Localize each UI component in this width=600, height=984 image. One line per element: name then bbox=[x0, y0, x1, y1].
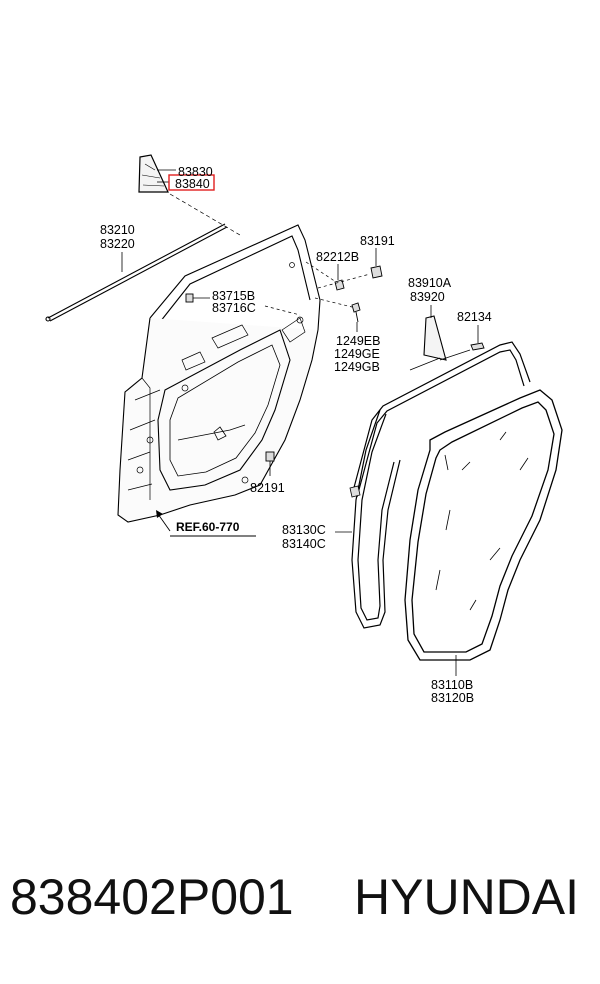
brand-text: HYUNDAI bbox=[354, 869, 580, 925]
leader-dashed-83191 bbox=[317, 273, 371, 289]
label-82134: 82134 bbox=[457, 310, 492, 324]
label-82191: 82191 bbox=[250, 481, 285, 495]
label-83220: 83220 bbox=[100, 237, 135, 251]
label-83715B: 83715B bbox=[212, 289, 255, 303]
label-83910A: 83910A bbox=[408, 276, 452, 290]
ref-label: REF.60-770 bbox=[176, 520, 240, 534]
leader-dashed-1249EB bbox=[314, 297, 353, 308]
rear-door-panel-part bbox=[117, 224, 321, 523]
ref-arrow-head bbox=[156, 510, 163, 518]
door-frame-weatherstrip-part bbox=[349, 341, 531, 629]
label-1249GE: 1249GE bbox=[334, 347, 380, 361]
belt-moulding-part bbox=[45, 223, 228, 322]
leader-dashed-83715B bbox=[264, 305, 301, 316]
label-83840: 83840 bbox=[175, 177, 210, 191]
leader-dashed-83840 bbox=[169, 193, 241, 236]
label-83140C: 83140C bbox=[282, 537, 326, 551]
grommet-82191-part bbox=[265, 451, 275, 462]
label-1249EB: 1249EB bbox=[336, 334, 380, 348]
label-83130C: 83130C bbox=[282, 523, 326, 537]
label-82212B: 82212B bbox=[316, 250, 359, 264]
label-83191: 83191 bbox=[360, 234, 395, 248]
body-side-weatherstrip-part bbox=[404, 389, 563, 661]
label-83920: 83920 bbox=[410, 290, 445, 304]
label-83110B: 83110B bbox=[431, 678, 473, 692]
clip-82134-part bbox=[470, 342, 485, 351]
label-1249GB: 1249GB bbox=[334, 360, 380, 374]
label-83120B: 83120B bbox=[431, 691, 474, 705]
part-number-text: 838402P001 bbox=[10, 869, 294, 925]
leader-dashed-82212B bbox=[305, 261, 337, 283]
ref-arrow-line bbox=[157, 513, 171, 532]
label-83830: 83830 bbox=[178, 165, 213, 179]
rear-door-garnish-part bbox=[138, 154, 169, 193]
highlight-box-83840 bbox=[168, 174, 215, 191]
label-83210: 83210 bbox=[100, 223, 135, 237]
fastener-83191-part bbox=[370, 265, 383, 279]
screw-1249EB-part bbox=[351, 302, 361, 323]
label-83716C: 83716C bbox=[212, 301, 256, 315]
door-clip-part bbox=[185, 293, 194, 303]
quarter-garnish-part bbox=[423, 315, 447, 361]
